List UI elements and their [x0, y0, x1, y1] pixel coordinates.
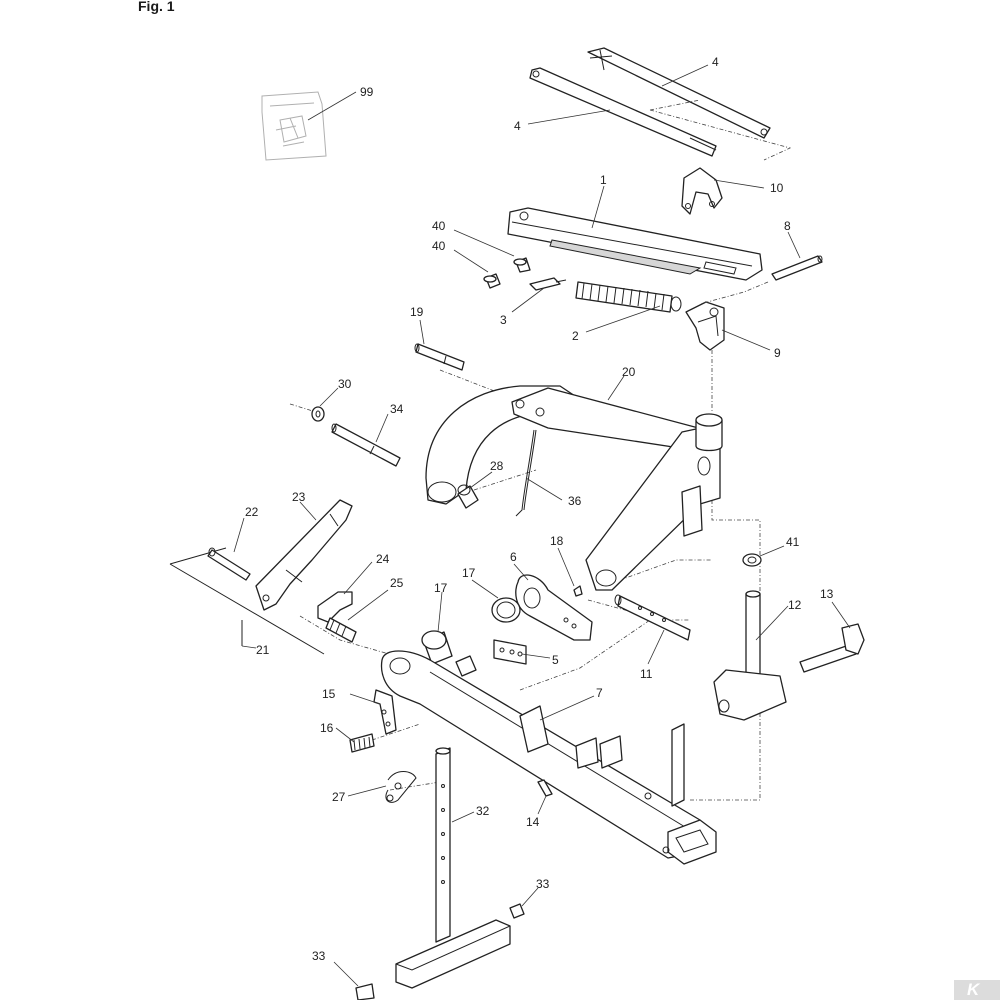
ref-label-40: 40	[432, 219, 446, 233]
ref-label-27: 27	[332, 790, 346, 804]
ref-label-22: 22	[245, 505, 259, 519]
ref-label-6: 6	[510, 550, 517, 564]
ref-label-23: 23	[292, 490, 306, 504]
ref-label-17: 17	[434, 581, 448, 595]
ref-label-9: 9	[774, 346, 781, 360]
ref-label-3: 3	[500, 313, 507, 327]
swing-arm-drawing	[425, 385, 723, 591]
ref-label-40: 40	[432, 239, 446, 253]
ref-label-10: 10	[770, 181, 784, 195]
ref-label-17: 17	[462, 566, 476, 580]
pin-34-drawing	[311, 406, 401, 467]
pin-8-drawing	[771, 255, 823, 281]
ref-label-2: 2	[572, 329, 579, 343]
logo-lettering: K	[967, 980, 980, 999]
ref-label-4: 4	[514, 119, 521, 133]
ref-label-12: 12	[788, 598, 802, 612]
ref-label-21: 21	[256, 643, 270, 657]
latch-assembly-drawing	[169, 499, 357, 655]
pin-caps-drawing	[483, 257, 531, 289]
leader-lines	[233, 64, 851, 987]
ref-label-18: 18	[550, 534, 564, 548]
ref-label-41: 41	[786, 535, 800, 549]
pin-14-drawing	[537, 779, 553, 797]
ref-label-15: 15	[322, 687, 336, 701]
top-arm-drawing	[507, 207, 763, 281]
plate-5-drawing	[493, 639, 527, 665]
post-assembly-drawing	[713, 553, 865, 721]
ref-label-33: 33	[536, 877, 550, 891]
ref-label-25: 25	[390, 576, 404, 590]
ref-label-4: 4	[712, 55, 719, 69]
ref-label-1: 1	[600, 173, 607, 187]
main-beam-drawing	[380, 650, 717, 865]
stand-drawing	[355, 747, 525, 1000]
ref-label-33: 33	[312, 949, 326, 963]
ref-label-16: 16	[320, 721, 334, 735]
ref-label-99: 99	[360, 85, 374, 99]
ref-label-32: 32	[476, 804, 490, 818]
ref-label-34: 34	[390, 402, 404, 416]
ref-label-19: 19	[410, 305, 424, 319]
ref-label-13: 13	[820, 587, 834, 601]
ref-label-7: 7	[596, 686, 603, 700]
bracket-10-drawing	[681, 167, 723, 215]
reference-labels: 4499110404083291920303428362322242521186…	[245, 55, 834, 963]
ref-label-20: 20	[622, 365, 636, 379]
ref-label-28: 28	[490, 459, 504, 473]
ref-label-14: 14	[526, 815, 540, 829]
ref-label-36: 36	[568, 494, 582, 508]
ref-label-30: 30	[338, 377, 352, 391]
shaft-11-drawing	[614, 594, 691, 641]
ref-label-5: 5	[552, 653, 559, 667]
plate-bushings-drawing	[421, 574, 593, 665]
ref-label-24: 24	[376, 552, 390, 566]
figure-title: Fig. 1	[138, 0, 175, 14]
small-parts-left-drawing	[349, 689, 417, 803]
clevis-drawing	[685, 301, 725, 351]
brand-logo: K	[954, 980, 1000, 1000]
ref-label-8: 8	[784, 219, 791, 233]
ref-label-11: 11	[640, 667, 653, 681]
link-bars-drawing	[529, 47, 792, 161]
parts-bag-drawing	[261, 91, 327, 161]
pin-19-drawing	[414, 343, 465, 371]
spring-assembly-drawing	[529, 277, 682, 313]
